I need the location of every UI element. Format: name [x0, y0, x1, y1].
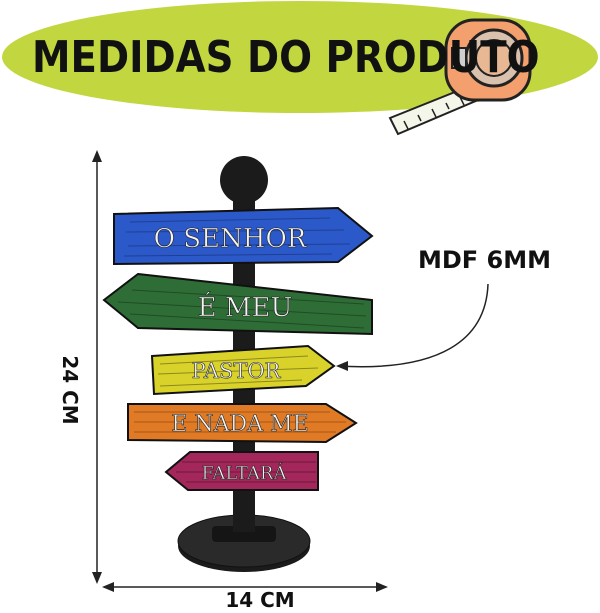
sign-2-text: É MEU — [198, 291, 293, 323]
width-dimension-line — [102, 582, 388, 592]
width-label: 14 CM — [225, 588, 295, 612]
material-label: MDF 6MM — [418, 246, 552, 274]
measuring-tape-icon — [388, 18, 532, 136]
height-label: 24 CM — [58, 355, 82, 425]
sign-3-text: PASTOR — [192, 359, 282, 383]
sign-3: PASTOR — [150, 344, 336, 396]
sign-4: E NADA ME — [127, 403, 358, 444]
sign-4-text: E NADA ME — [171, 412, 308, 437]
height-dimension-line — [92, 150, 102, 584]
sign-1-text: O SENHOR — [154, 224, 308, 254]
sign-5-text: FALTARÁ — [202, 461, 288, 484]
banner-title: MEDIDAS DO PRODUTO — [32, 32, 540, 83]
sign-5: FALTARÁ — [164, 451, 319, 491]
material-callout-arrow — [336, 283, 489, 371]
sign-1: O SENHOR — [113, 206, 374, 266]
sign-2: É MEU — [102, 272, 373, 336]
